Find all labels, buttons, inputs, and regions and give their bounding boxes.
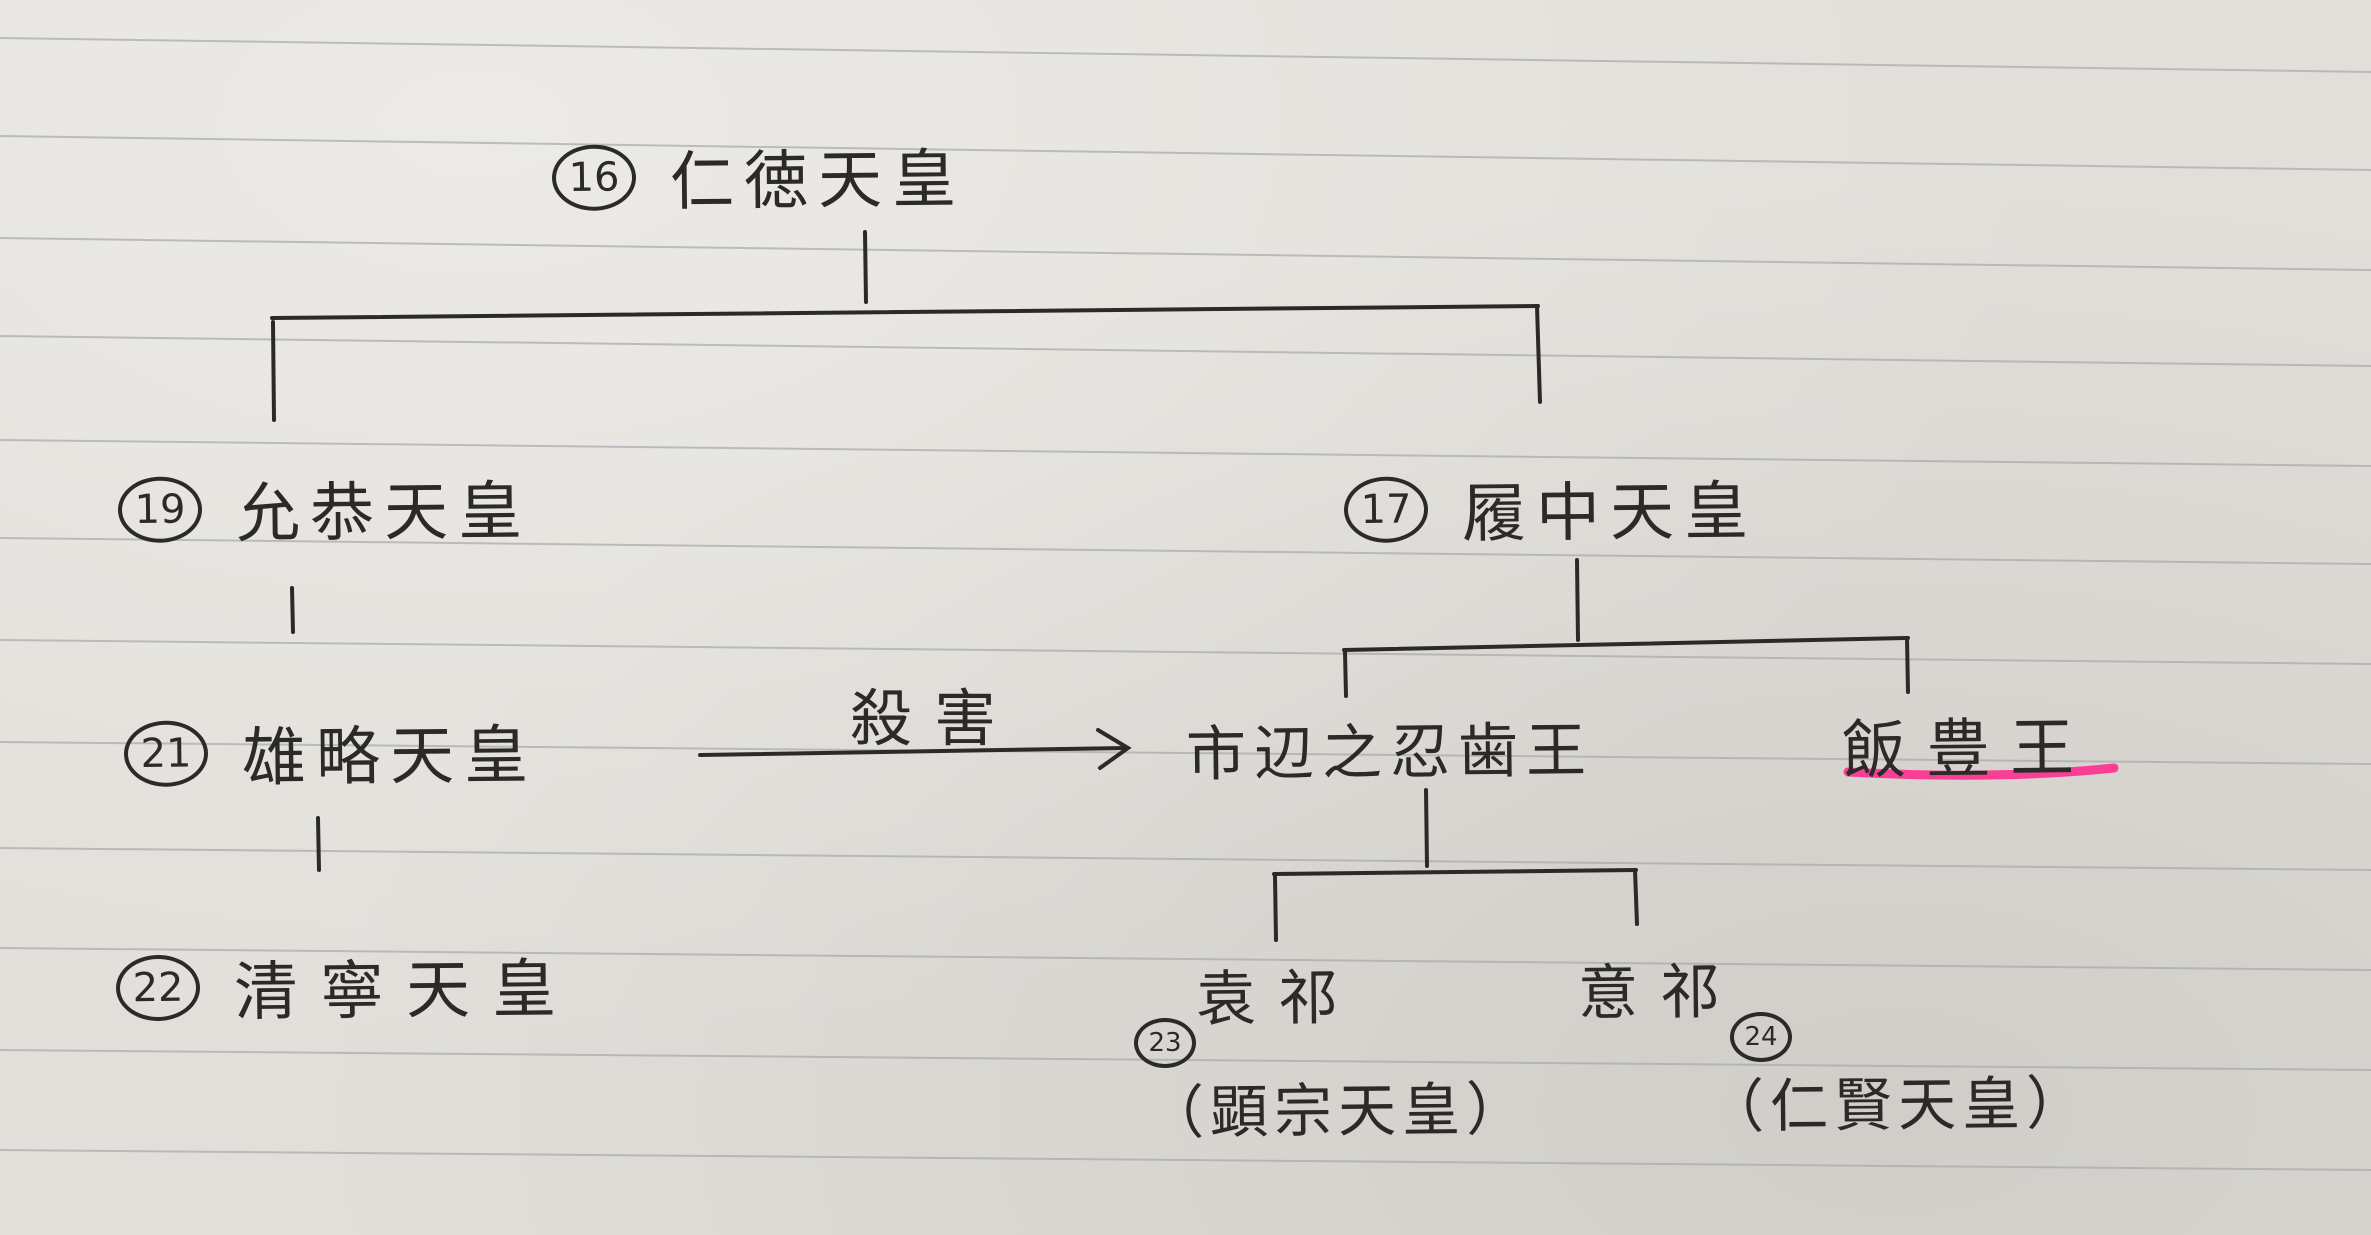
node-iitoyo: 飯豊王: [1841, 697, 2095, 800]
kill-arrow-head: [1096, 728, 1132, 770]
emperor-number-badge: 24: [1730, 1012, 1792, 1062]
node-oke: 袁祁: [1196, 949, 1361, 1038]
emperor-name: 允恭天皇: [235, 474, 533, 552]
prince-name: 市辺之忍歯王: [1185, 715, 1595, 791]
connector-to-ingyo: [271, 320, 276, 422]
emperor-name: 履中天皇: [1461, 474, 1759, 552]
connector-yuryaku-seinei: [316, 816, 321, 872]
emperor-number-badge: 23: [1134, 1018, 1196, 1068]
connector-richu-bar: [1342, 636, 1910, 652]
connector-to-ooke: [1633, 868, 1639, 926]
connector-oshiha-bar: [1272, 868, 1638, 876]
emperor-name: 清寧天皇: [233, 952, 579, 1031]
node-yuryaku: 21 雄略天皇: [123, 704, 539, 800]
node-ingyo: 19 允恭天皇: [117, 460, 533, 556]
kill-arrow-shaft: [698, 746, 1128, 757]
connector-oshiha-stem: [1424, 788, 1429, 868]
connector-to-oke: [1273, 874, 1278, 942]
emperor-name: 雄略天皇: [241, 718, 539, 796]
emperor-number-badge: 22: [115, 954, 201, 1022]
reign-name: （顕宗天皇）: [1145, 1074, 1531, 1148]
node-seinei: 22 清寧天皇: [115, 938, 579, 1035]
connector-richu-stem: [1575, 558, 1580, 642]
prince-name: 袁祁: [1195, 963, 1361, 1035]
emperor-number-badge: 17: [1343, 476, 1429, 544]
emperor-number-badge: 16: [551, 144, 637, 212]
prince-name: 意祁: [1577, 957, 1743, 1029]
node-ooke: 意祁: [1578, 943, 1743, 1032]
emperor-name: 仁徳天皇: [669, 142, 967, 220]
node-oshiha: 市辺之忍歯王: [1186, 702, 1595, 793]
connector-ingyo-yuryaku: [290, 586, 295, 634]
connector-nintoku-stem: [863, 230, 868, 304]
connector-to-oshiha: [1343, 650, 1348, 698]
connector-to-iitoyo: [1905, 636, 1910, 694]
reign-name: （仁賢天皇）: [1705, 1068, 2091, 1142]
node-nintoku: 16 仁徳天皇: [551, 128, 967, 224]
connector-to-richu: [1535, 304, 1542, 404]
highlight-underline: [1843, 763, 2119, 780]
connector-nintoku-bar: [270, 304, 1540, 320]
node-richu: 17 履中天皇: [1343, 460, 1759, 556]
kill-arrow-label: 殺害: [850, 682, 1019, 755]
highlighted-princess-name: 飯豊王: [1841, 711, 2095, 789]
emperor-number-badge: 19: [117, 476, 203, 544]
emperor-number-badge: 21: [123, 720, 209, 788]
